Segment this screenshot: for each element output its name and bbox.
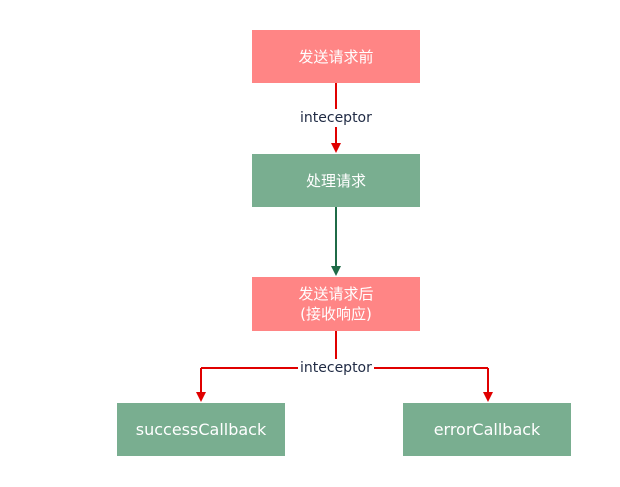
node-after-send: 发送请求后 (接收响应)	[252, 277, 420, 331]
node-before-send: 发送请求前	[252, 30, 420, 83]
node-error: errorCallback	[403, 403, 571, 456]
edge-label-bottom-text: inteceptor	[300, 360, 372, 376]
node-after-send-line2: (接收响应)	[300, 305, 372, 323]
node-error-label: errorCallback	[433, 419, 541, 439]
node-after-send-line1: 发送请求后	[298, 285, 374, 303]
node-process: 处理请求	[252, 154, 420, 207]
edge-label-top-text: inteceptor	[300, 110, 372, 126]
edge-label-bottom: inteceptor	[298, 359, 374, 377]
edge-label-top: inteceptor	[298, 109, 374, 127]
node-success-label: successCallback	[135, 419, 267, 439]
node-before-send-label: 发送请求前	[298, 47, 374, 66]
node-process-label: 处理请求	[305, 171, 366, 190]
node-success: successCallback	[117, 403, 285, 456]
